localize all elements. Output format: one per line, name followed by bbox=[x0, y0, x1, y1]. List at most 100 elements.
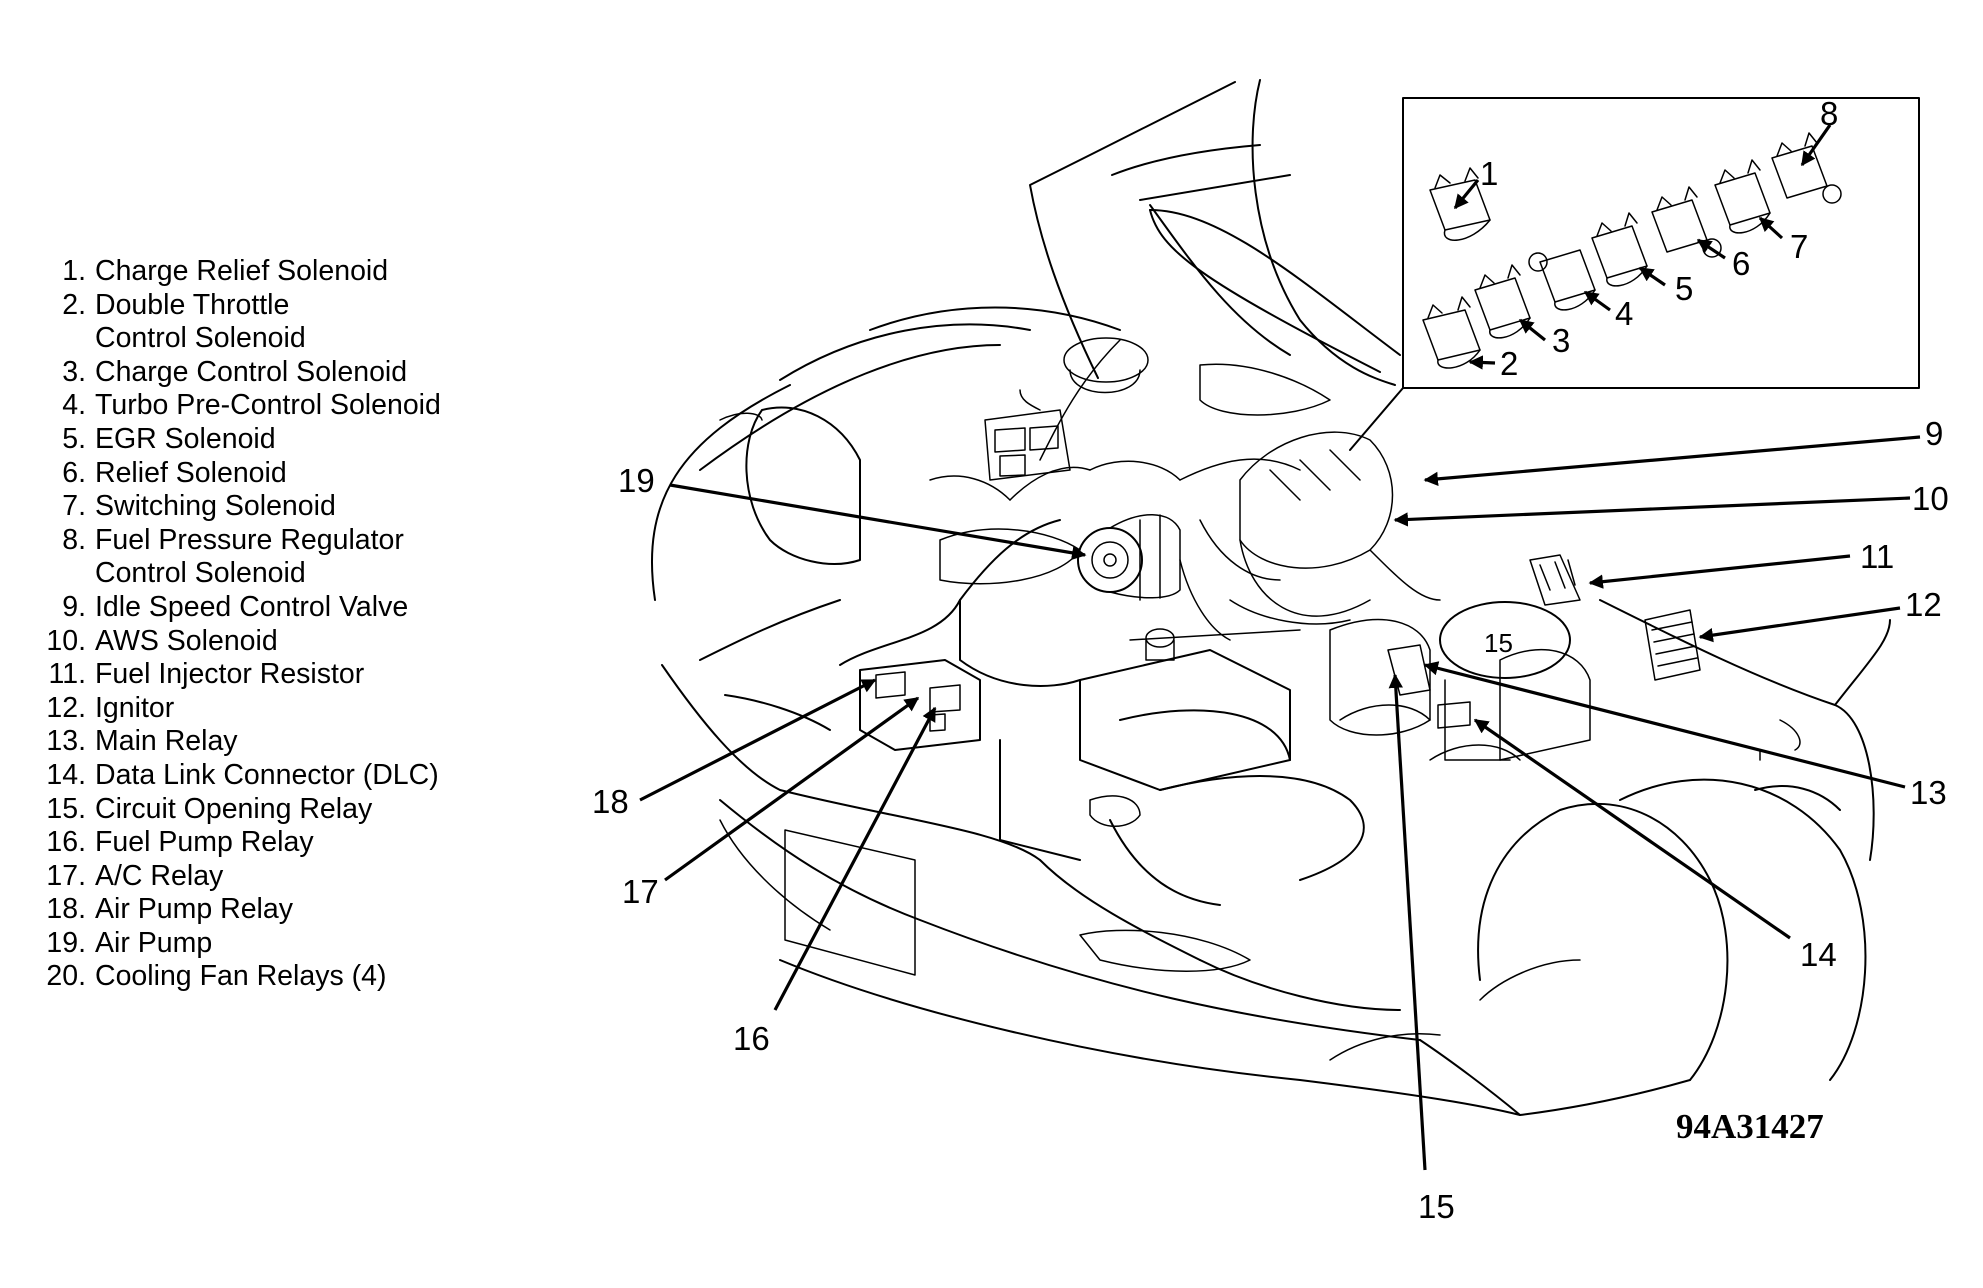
legend-item-number: 16. bbox=[46, 826, 86, 859]
leader-17 bbox=[664, 696, 920, 882]
legend-item: 10. AWS Solenoid bbox=[38, 625, 441, 659]
legend-item-number: 10. bbox=[46, 624, 86, 657]
solenoid-4-drawing bbox=[1528, 249, 1596, 311]
legend-item-number: 7. bbox=[62, 490, 86, 523]
legend-item: 20. Cooling Fan Relays (4) bbox=[38, 960, 441, 994]
legend-item: 2. Double Throttle bbox=[38, 289, 441, 323]
callout-3: 3 bbox=[1552, 322, 1570, 359]
callout-4: 4 bbox=[1615, 295, 1633, 332]
callout-7: 7 bbox=[1790, 228, 1808, 265]
legend-item-label: Charge Relief Solenoid bbox=[95, 255, 389, 287]
legend-item-label: Ignitor bbox=[95, 691, 175, 724]
callout-11: 11 bbox=[1860, 538, 1894, 575]
legend-item: 8. Fuel Pressure Regulator bbox=[38, 524, 441, 558]
legend-item-number: 18. bbox=[46, 893, 86, 926]
legend-item-label: Idle Speed Control Valve bbox=[95, 590, 409, 623]
legend-item: 3. Charge Control Solenoid bbox=[38, 356, 441, 390]
callout-numbers: 1 2 3 4 5 6 7 8 9 10 11 12 13 14 15 15 1… bbox=[592, 95, 1949, 1225]
leader-10 bbox=[1393, 496, 1911, 527]
solenoid-1-drawing bbox=[1429, 167, 1491, 241]
callout-2: 2 bbox=[1500, 345, 1518, 382]
callout-15-inner: 15 bbox=[1484, 628, 1513, 658]
callout-15: 15 bbox=[1418, 1188, 1455, 1225]
leader-2 bbox=[1468, 355, 1496, 370]
leader-6 bbox=[1696, 238, 1726, 260]
legend-item: 6.Relief Solenoid bbox=[38, 457, 441, 491]
legend-item-number: 20. bbox=[46, 960, 86, 993]
legend-item: 17. A/C Relay bbox=[38, 860, 441, 894]
legend-item-number: 4. bbox=[62, 389, 86, 422]
callout-14: 14 bbox=[1800, 936, 1837, 973]
solenoid-5-drawing bbox=[1591, 212, 1648, 287]
car-body-drawing bbox=[651, 79, 1891, 1116]
legend-item-number: 14. bbox=[46, 758, 86, 791]
legend-item-number: 5. bbox=[62, 422, 86, 455]
legend-item: 1.Charge Relief Solenoid bbox=[38, 255, 441, 289]
leader-9 bbox=[1423, 435, 1921, 487]
solenoid-8-drawing bbox=[1771, 132, 1842, 204]
legend-item: 11. Fuel Injector Resistor bbox=[38, 658, 441, 692]
legend-item-label: Air Pump Relay bbox=[95, 893, 293, 926]
leader-15 bbox=[1388, 673, 1427, 1171]
legend-item-label: Fuel Pressure Regulator bbox=[95, 523, 404, 556]
callout-9: 9 bbox=[1925, 415, 1943, 452]
leader-11 bbox=[1588, 554, 1851, 589]
legend-item: 19. Air Pump bbox=[38, 927, 441, 961]
callout-6: 6 bbox=[1732, 245, 1750, 282]
legend-item-label: AWS Solenoid bbox=[95, 624, 278, 657]
legend-item: 7.Switching Solenoid bbox=[38, 490, 441, 524]
solenoid-7-drawing bbox=[1714, 159, 1771, 234]
legend-item-number: 9. bbox=[62, 590, 86, 623]
leader-7 bbox=[1758, 216, 1784, 240]
legend-item-label: EGR Solenoid bbox=[95, 422, 276, 455]
callout-19: 19 bbox=[618, 462, 655, 499]
leader-13 bbox=[1423, 661, 1906, 789]
callout-8: 8 bbox=[1820, 95, 1838, 132]
legend-item: 18. Air Pump Relay bbox=[38, 893, 441, 927]
legend-item-number: 6. bbox=[62, 456, 86, 489]
leader-16 bbox=[773, 706, 937, 1011]
callout-16: 16 bbox=[733, 1020, 770, 1057]
legend-item-continuation: Control Solenoid bbox=[95, 322, 306, 355]
legend-item-number: 12. bbox=[46, 691, 86, 724]
leader-12 bbox=[1698, 606, 1901, 643]
figure-id: 94A31427 bbox=[1676, 1107, 1824, 1146]
legend-item: 5. EGR Solenoid bbox=[38, 423, 441, 457]
legend-item: 16. Fuel Pump Relay bbox=[38, 826, 441, 860]
callout-12: 12 bbox=[1905, 586, 1942, 623]
legend-item: 13.Main Relay bbox=[38, 725, 441, 759]
legend-item-label: Turbo Pre-Control Solenoid bbox=[95, 389, 441, 422]
callout-10: 10 bbox=[1912, 480, 1949, 517]
legend-item: 12. Ignitor bbox=[38, 692, 441, 726]
legend-item-label: Air Pump bbox=[95, 926, 213, 959]
callout-13: 13 bbox=[1910, 774, 1947, 811]
legend-item-continuation: Control Solenoid bbox=[95, 557, 306, 590]
leader-18 bbox=[639, 678, 877, 802]
legend-item-number: 19. bbox=[46, 926, 86, 959]
legend-item-label: Fuel Pump Relay bbox=[95, 826, 314, 859]
leader-5 bbox=[1638, 266, 1666, 287]
legend-item-number: 11. bbox=[48, 658, 86, 691]
legend-item-label: A/C Relay bbox=[95, 859, 224, 892]
legend-item-number: 8. bbox=[62, 523, 86, 556]
legend-item-number: 3. bbox=[62, 355, 86, 388]
legend-item-number: 17. bbox=[46, 859, 86, 892]
legend-item-label: Double Throttle bbox=[95, 288, 290, 321]
legend-item-label: Charge Control Solenoid bbox=[95, 355, 408, 388]
leader-1 bbox=[1453, 178, 1480, 210]
leader-4 bbox=[1583, 290, 1611, 312]
legend-item: 14.Data Link Connector (DLC) bbox=[38, 759, 441, 793]
leader-3 bbox=[1518, 318, 1546, 342]
legend-item-number: 2. bbox=[62, 288, 86, 321]
callout-5: 5 bbox=[1675, 270, 1693, 307]
legend-item-label: Cooling Fan Relays (4) bbox=[95, 960, 387, 993]
legend-item-label: Fuel Injector Resistor bbox=[95, 658, 365, 691]
leader-8 bbox=[1800, 124, 1832, 167]
legend-item-number: 15. bbox=[46, 792, 86, 825]
legend-item: 4. Turbo Pre-Control Solenoid bbox=[38, 389, 441, 423]
legend-item: 15. Circuit Opening Relay bbox=[38, 793, 441, 827]
solenoid-inset bbox=[1349, 97, 1920, 451]
legend-item-label: Circuit Opening Relay bbox=[95, 792, 373, 825]
